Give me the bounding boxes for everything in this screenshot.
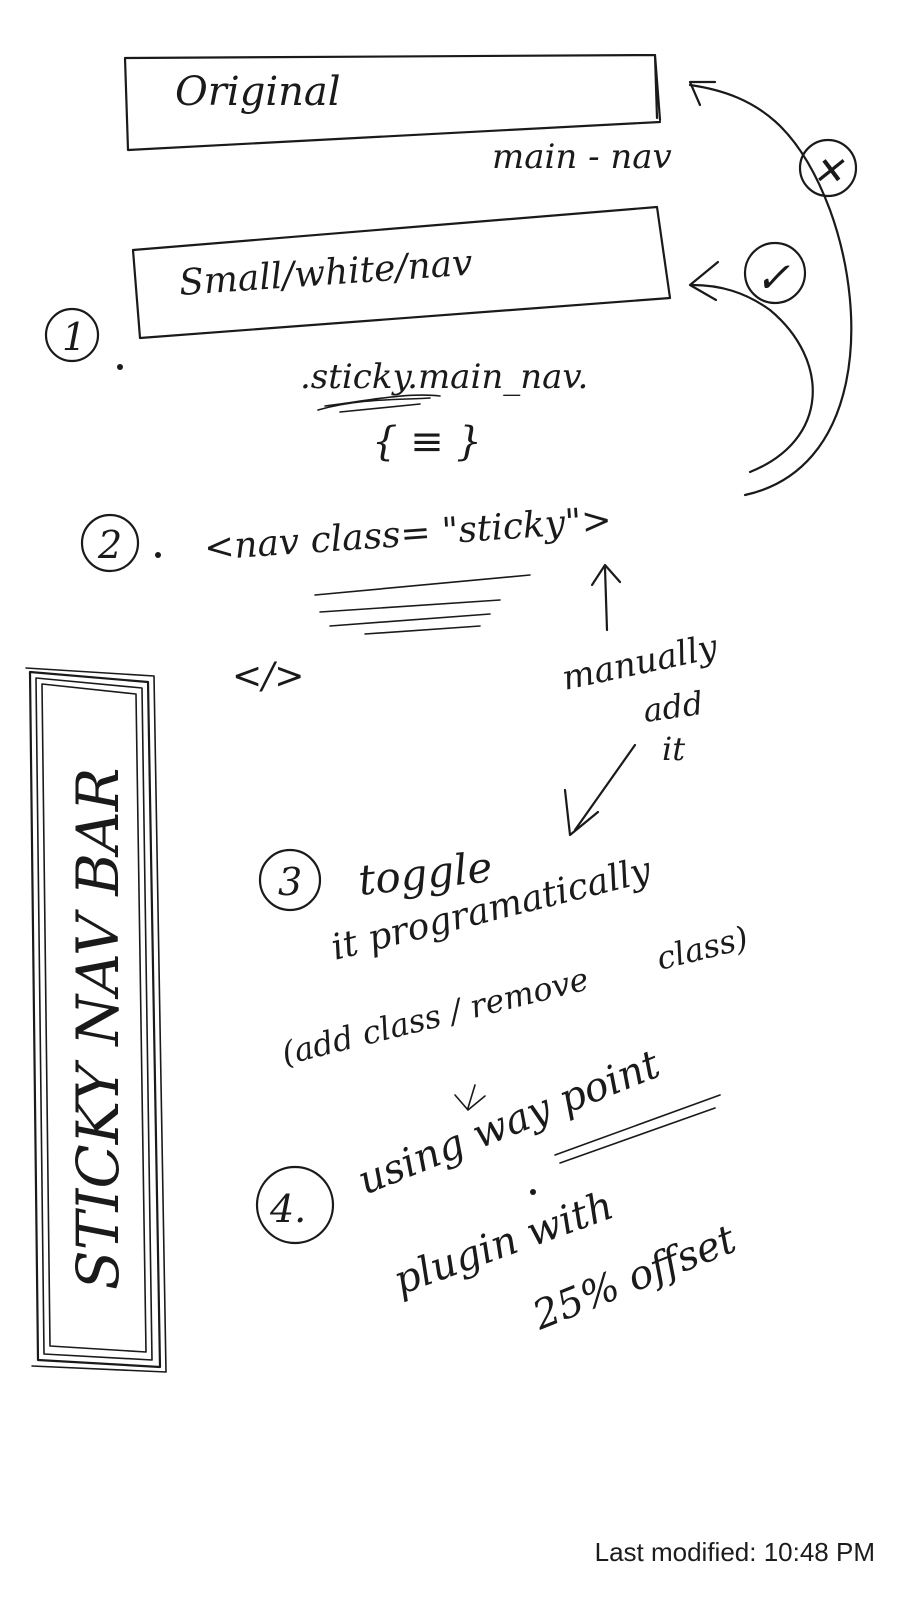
step1-number: 1 [62, 315, 86, 359]
step4-circle [255, 1165, 335, 1245]
cross-mark: ✕ [812, 149, 845, 193]
step1-rules: { ≡ } [372, 419, 482, 465]
code-lines [314, 574, 531, 635]
step2-circle [80, 513, 140, 573]
last-modified-label: Last modified: 10:48 PM [594, 1537, 875, 1567]
step3-circle [258, 848, 322, 912]
sticky-nav-bar-drawing: STICKY NAV BAR [25, 667, 167, 1373]
step4-number: 4. [269, 1187, 306, 1231]
step4-line1: using way point [352, 1041, 668, 1204]
original-nav-box [123, 53, 662, 152]
arrow-down-to-step4 [454, 1084, 486, 1111]
scribble [317, 394, 441, 413]
arrow-head-small-nav [688, 260, 720, 302]
small-nav-label: Small/white/nav [178, 243, 474, 304]
step1-dot [117, 364, 123, 370]
step3-number: 3 [278, 860, 302, 904]
step3-line3: (add class / remove [278, 960, 593, 1073]
step1-selector: .sticky.main_nav. [300, 357, 588, 397]
vertical-banner-text: STICKY NAV BAR [64, 768, 132, 1290]
arrow-up-to-class [590, 563, 622, 632]
step1-circle [44, 307, 100, 363]
step4-dot [530, 1189, 536, 1195]
step2-code: <nav class= "sticky"> [203, 500, 613, 569]
step3-line4: class) [653, 918, 752, 977]
check-mark: ✓ [755, 253, 790, 302]
arrow-down-to-step3 [563, 743, 637, 837]
step2-number: 2 [97, 523, 122, 567]
small-nav-box [131, 205, 672, 340]
original-label: Original [175, 69, 341, 115]
main-nav-label: main - nav [492, 137, 672, 177]
arrow-to-original [688, 83, 853, 497]
check-circle [743, 241, 807, 305]
arrow-to-small-nav [690, 283, 814, 474]
manual-note-line3: it [662, 730, 685, 768]
arrow-head-original [688, 80, 717, 107]
cross-circle [798, 138, 858, 198]
step2-close-tag: </> [232, 656, 304, 697]
waypoint-underline [554, 1094, 721, 1164]
manual-note-line2: add [641, 684, 706, 730]
step2-dot [155, 552, 161, 558]
